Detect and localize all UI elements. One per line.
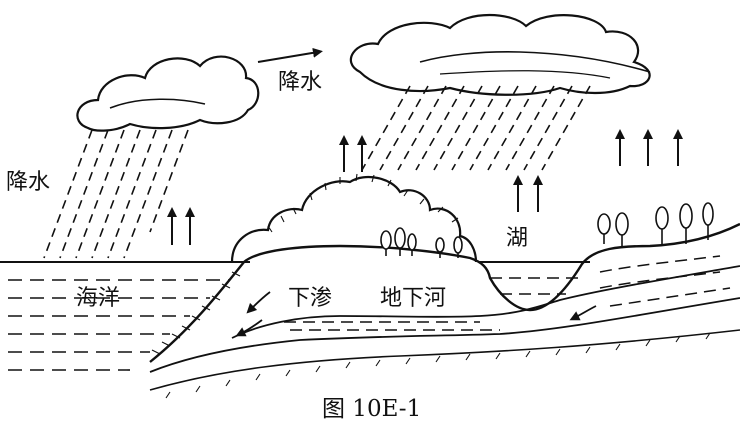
right-cloud [349,13,651,96]
ocean-water [8,279,230,371]
groundwater-arrow [569,305,597,321]
groundwater-flow [284,255,731,331]
lake-water [490,277,578,295]
label-seepage: 下渗 [288,286,333,311]
hill-hatching [267,173,459,233]
coast-hatching [151,271,241,355]
trees-hill [380,227,463,258]
seepage-arrow-upper [246,291,271,314]
figure-caption: 图 10E-1 [322,396,422,422]
bedrock-line [149,329,740,391]
ground-surface [149,222,740,363]
aquifer-bottom [149,297,740,373]
left-cloud [76,55,260,132]
label-ocean: 海洋 [76,286,121,311]
left-rain [43,129,189,259]
right-rain [361,85,591,171]
trees-right [597,202,714,246]
aquifer-top [231,265,740,339]
label-precipitation-arrow: 降水 [278,70,323,95]
bedrock-hatching [165,332,711,399]
label-precipitation-left: 降水 [6,170,51,195]
hill-vegetation [230,175,478,263]
label-lake: 湖 [506,226,529,251]
seepage-arrow-lower [235,319,263,337]
evaporation-arrows [167,129,683,245]
rain-flow-arrow [257,47,323,63]
label-underground-river: 地下河 [380,286,447,311]
